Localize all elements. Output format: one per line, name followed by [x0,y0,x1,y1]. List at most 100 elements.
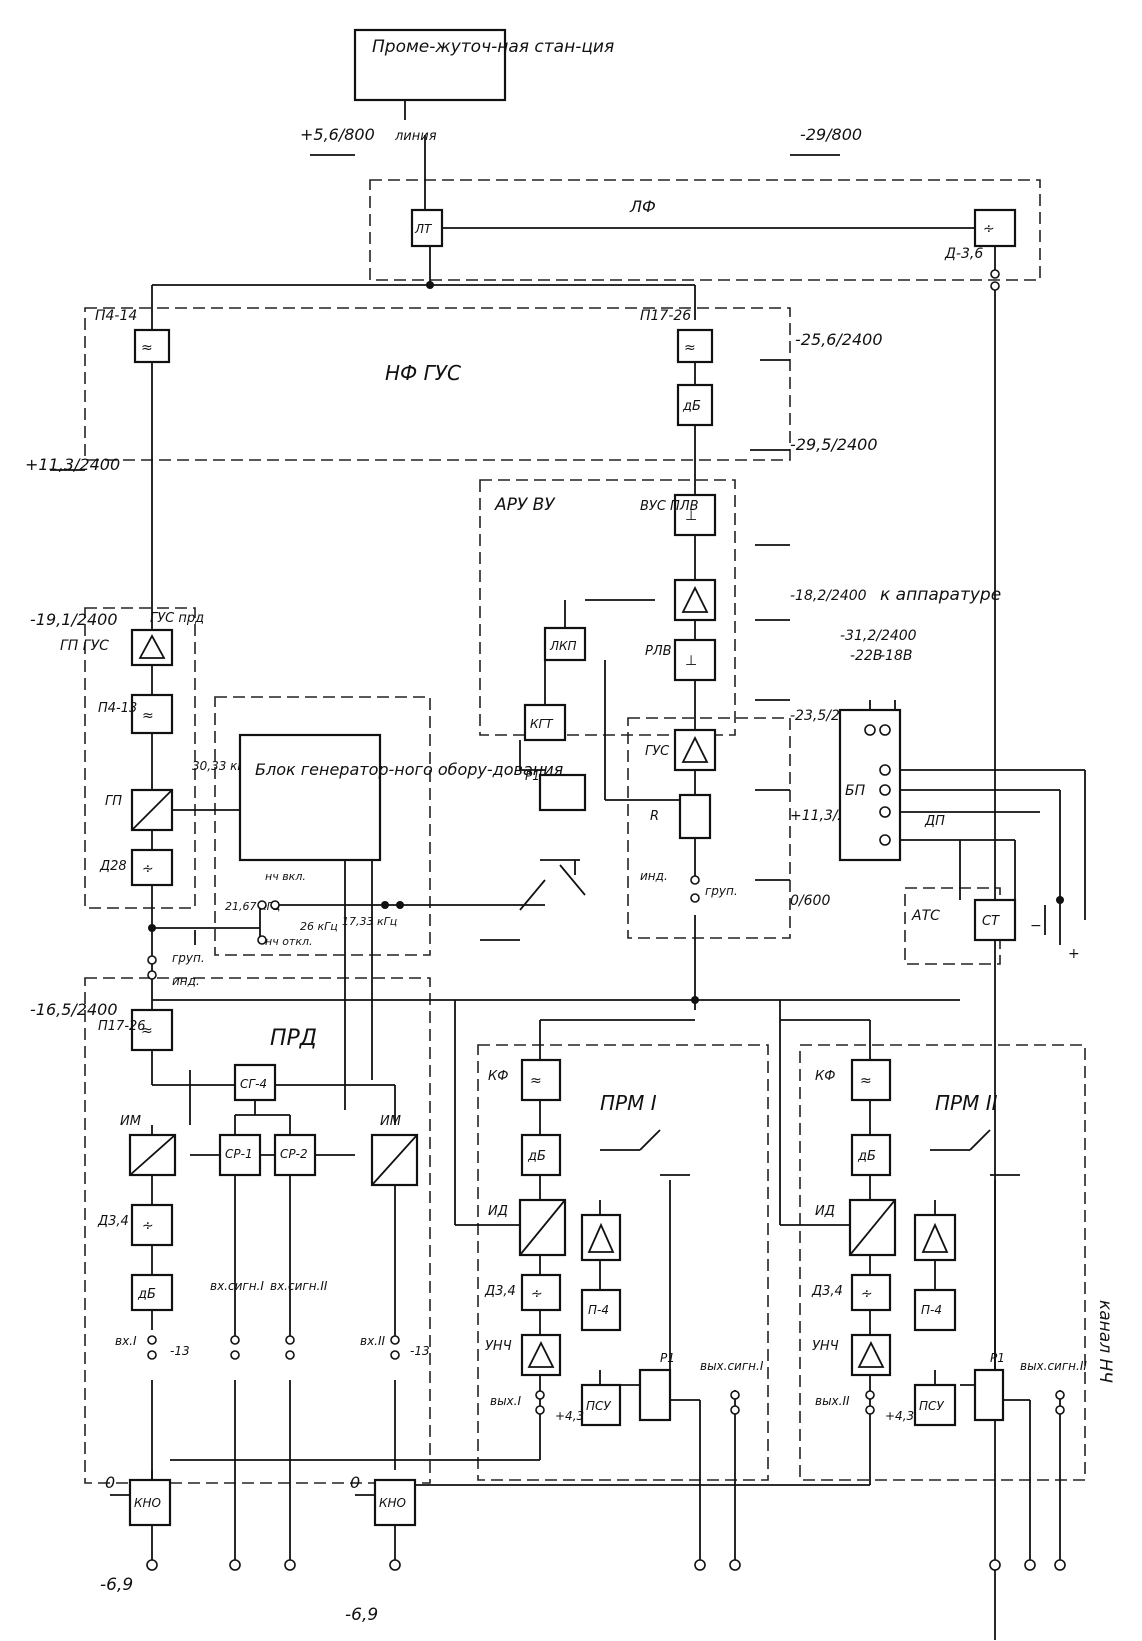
svg-text:ПСУ: ПСУ [919,1399,944,1413]
zero-label-1: 0 [105,1473,115,1492]
bp-label: БП [845,783,866,799]
prm1-unch-label: УНЧ [485,1339,512,1354]
level-minus-29-5: -29,5/2400 [790,435,878,454]
minus-6-9-label-2: -6,9 [345,1605,378,1625]
prm1-d34-label: Д3,4 [484,1284,516,1299]
svg-text:≈: ≈ [684,340,696,356]
lf-filter-symbol: ∻ [983,221,995,237]
svg-text:R: R [650,809,659,824]
nf-gus-title: НФ ГУС [385,361,461,385]
im-label-2: ИМ [380,1114,401,1129]
svg-text:∻: ∻ [531,1286,543,1302]
level-minus-29: -29/800 [800,125,862,144]
level-minus-31-2: -31,2/2400 [840,628,917,644]
prm1-db-attenuator [520,1133,562,1177]
level-plus-11-3: +11,3/2400 [25,455,120,474]
svg-text:∻: ∻ [142,1218,154,1234]
svg-text:КНО: КНО [379,1496,406,1510]
st-block [973,898,1017,942]
prd-p17-26-filter [130,1008,174,1052]
vus-amplifier [673,578,717,622]
gus-label: ГУС [645,744,670,759]
svg-text:дБ: дБ [527,1149,546,1164]
wiring [110,100,1086,1640]
prm2-unch-amplifier [850,1333,892,1377]
prd-grup-label: груп. [172,951,205,965]
svg-text:КГТ: КГТ [530,717,554,731]
svg-text:дБ: дБ [682,399,701,414]
relay-r1-aru [538,773,587,812]
svg-text:⊥: ⊥ [685,653,697,669]
p4-14-filter [133,328,171,364]
freq-26: 26 кГц [300,920,338,933]
station-block: Проме-жуточ-ная стан-ция [353,28,614,102]
prm1-kf-filter [520,1058,562,1102]
vx1-label: вх.I [115,1334,137,1348]
prm1-id-label: ИД [488,1204,508,1219]
zone-nf-gus [84,307,791,461]
prm1-kf-label: КФ [488,1069,508,1084]
level-0-600: 0/600 [790,893,830,909]
vus-plv-label: ВУС ПЛВ [640,499,699,514]
prm2-unch-label: УНЧ [812,1339,839,1354]
prm1-amplifier [580,1213,622,1262]
prd-ind-label: инд. [172,974,200,988]
d28-filter [130,848,174,887]
p4-13-label: П4-13 [98,701,137,716]
zero-label-2: 0 [350,1473,360,1492]
zone-gp-gus [84,607,196,909]
generator-block-label: Блок генератор-ного обору-дования [255,760,564,779]
lkp-block [543,626,587,662]
ats-label: АТС [911,908,940,924]
svg-text:Р1: Р1 [660,1351,675,1365]
svg-text:СР-2: СР-2 [280,1147,308,1161]
prd-p17-26-label: П17-26 [98,1019,146,1034]
zone-aru-inner [627,717,791,939]
minus-6-9-label-1: -6,9 [100,1575,133,1595]
gp-gus-title: ГП ГУС [60,638,109,654]
svg-text:СГ-4: СГ-4 [240,1077,267,1091]
zone-prd [84,977,431,1484]
dp-label: ДП [924,814,945,829]
level-minus-18-2: -18,2/2400 [790,588,867,604]
nch-vkl-label: нч вкл. [265,870,306,883]
svg-text:СР-1: СР-1 [225,1147,253,1161]
junction-dots [148,281,1064,1004]
svg-text:≈: ≈ [141,340,153,356]
p4-13-filter [130,693,174,735]
prm2-kf-filter [850,1058,892,1102]
to-equipment-label: к аппаратуре [880,585,1001,605]
svg-text:≈: ≈ [142,708,154,724]
lf-filter-block [973,208,1017,248]
im-label-1: ИМ [120,1114,141,1129]
lf-label: ЛФ [629,197,656,216]
svg-text:КНО: КНО [134,1496,161,1510]
kgt-block [523,703,567,742]
svg-text:П-4: П-4 [588,1303,609,1317]
prd-d34-filter [130,1203,174,1247]
lt-label: ЛТ [414,222,433,236]
aru-vu-title: АРУ ВУ [494,495,556,515]
prm2-d34-filter [850,1273,892,1312]
zone-aru-vu [479,479,736,736]
prm1-title: ПРМ I [600,1091,657,1115]
m13-label-2: -13 [410,1344,430,1358]
svg-text:≈: ≈ [860,1073,872,1089]
prm1-p4-block [580,1288,622,1332]
svg-text:+: + [1068,946,1080,962]
svg-text:∻: ∻ [861,1286,873,1302]
svg-text:Р1: Р1 [990,1351,1005,1365]
vx2-label: вх.II [360,1334,386,1348]
freq-17-33: 17,33 кГц [342,915,397,928]
prm1-p43-label: +4,3 [555,1409,584,1423]
prm2-db-attenuator [850,1133,892,1177]
prd-title: ПРД [270,1026,317,1051]
svg-text:ПСУ: ПСУ [586,1399,611,1413]
minus-18v: -18В [880,648,912,664]
prm2-id-label: ИД [815,1204,835,1219]
svg-text:−: − [1030,918,1042,934]
svg-text:дБ: дБ [857,1149,876,1164]
svg-text:дБ: дБ [137,1287,156,1302]
